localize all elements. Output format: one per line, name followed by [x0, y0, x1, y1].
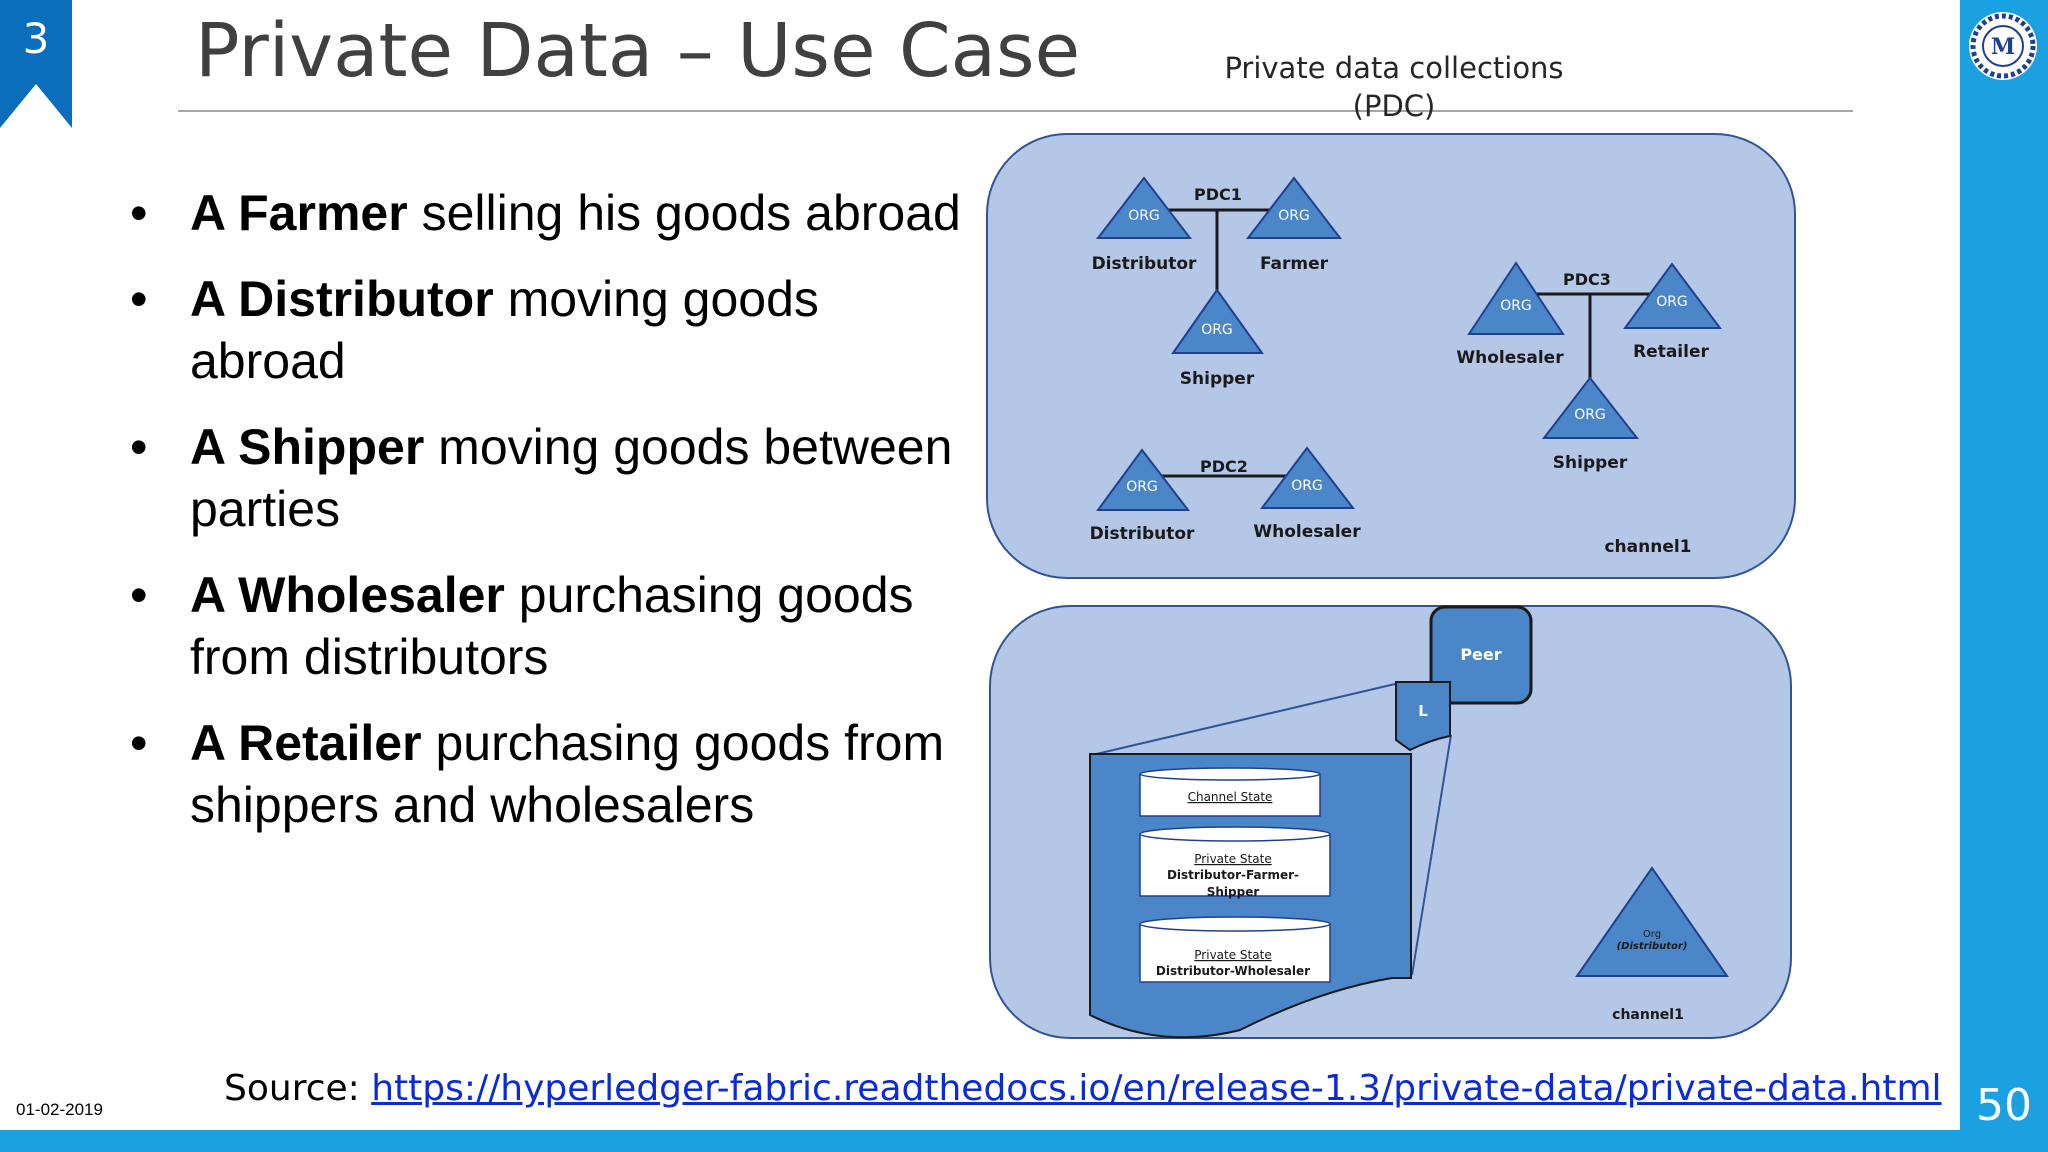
bullet-text: purchasing goods from shippers and whole… — [190, 715, 945, 833]
org-label: ORG — [1656, 294, 1688, 310]
bullet-item-retailer: A Retailer purchasing goods from shipper… — [125, 712, 965, 836]
channel-state-label: Channel State — [1188, 790, 1273, 804]
logo-letter: M — [1991, 34, 2015, 60]
bullet-text: selling his goods abroad — [407, 185, 961, 241]
private-state-label: Private State — [1194, 948, 1271, 962]
channel-state-db — [1139, 773, 1321, 817]
bullet-item-wholesaler: A Wholesaler purchasing goods from distr… — [125, 564, 965, 688]
channel-label-bottom: channel1 — [1612, 1007, 1684, 1023]
channel-label-top: channel1 — [1604, 537, 1691, 557]
bullet-list: A Farmer selling his goods abroad A Dist… — [125, 182, 965, 860]
ledger-projection-line — [1091, 683, 1396, 756]
org-label: ORG — [1291, 478, 1323, 494]
pdc1-org-farmer: Farmer — [1260, 254, 1329, 274]
source-label: Source: — [224, 1068, 372, 1109]
org-label: ORG — [1574, 407, 1606, 423]
bullet-bold: A Retailer — [190, 715, 422, 771]
pdc3-org-retailer: Retailer — [1633, 342, 1709, 362]
diagram-caption-line1: Private data collections — [1224, 51, 1563, 85]
pdc-diagram: Private data collections (PDC) PDC1 ORG … — [986, 51, 1796, 1039]
pdc2-org-wholesaler: Wholesaler — [1253, 522, 1361, 542]
pdc1-org-distributor: Distributor — [1092, 254, 1197, 274]
private-state-label: Private State — [1194, 852, 1271, 866]
bottom-strip — [0, 1130, 1960, 1152]
org-wholesaler-triangle-icon — [1260, 446, 1356, 509]
org-label: ORG — [1126, 479, 1158, 495]
private-state-db-2 — [1139, 923, 1331, 983]
pdc1-label: PDC1 — [1194, 185, 1242, 204]
bullet-item-distributor: A Distributor moving goods abroad — [125, 268, 965, 392]
private-state-1-line1: Distributor-Farmer- — [1167, 868, 1299, 882]
title-divider — [178, 110, 1853, 112]
db-top-icon — [1139, 767, 1321, 781]
peer-box — [1429, 605, 1533, 705]
section-number: 3 — [22, 14, 50, 63]
university-logo-icon: M — [1969, 12, 2037, 80]
bullet-bold: A Wholesaler — [190, 567, 505, 623]
page-number: 50 — [1976, 1080, 2032, 1131]
pdc2-label: PDC2 — [1200, 457, 1248, 476]
private-state-2-label: Distributor-Wholesaler — [1156, 964, 1310, 978]
org-distributor-triangle-icon — [1096, 448, 1191, 511]
slide-date: 01-02-2019 — [16, 1100, 103, 1119]
right-sidebar — [1960, 0, 2048, 1152]
org-label: ORG — [1500, 298, 1532, 314]
peer-label: Peer — [1460, 645, 1501, 664]
org-shipper-triangle-icon — [1541, 376, 1640, 439]
org-wholesaler-triangle-icon — [1467, 261, 1565, 335]
db-top-icon — [1139, 916, 1331, 932]
org-label: ORG — [1128, 208, 1160, 224]
org-label: ORG — [1201, 322, 1233, 338]
bullet-bold: A Distributor — [190, 271, 494, 327]
private-state-1-line2: Shipper — [1207, 885, 1260, 899]
diagram-caption-line2: (PDC) — [1353, 89, 1436, 123]
org-farmer-triangle-icon — [1245, 176, 1343, 239]
bullet-item-farmer: A Farmer selling his goods abroad — [125, 182, 965, 244]
bullet-text: purchasing goods from distributors — [190, 567, 914, 685]
bullet-bold: A Shipper — [190, 419, 425, 475]
private-state-db-1 — [1139, 833, 1331, 897]
org-distributor-triangle-icon — [1575, 866, 1729, 977]
pdc1-org-shipper: Shipper — [1180, 369, 1255, 389]
org-shipper-triangle-icon — [1171, 288, 1264, 354]
org-distributor-line1: Org — [1643, 929, 1661, 940]
source-link[interactable]: https://hyperledger-fabric.readthedocs.i… — [371, 1068, 1942, 1109]
pdc2-org-distributor: Distributor — [1090, 524, 1195, 544]
source-line: Source: https://hyperledger-fabric.readt… — [224, 1068, 1942, 1109]
org-label: ORG — [1278, 208, 1310, 224]
ledger-label: L — [1418, 702, 1428, 720]
pdc3-org-wholesaler: Wholesaler — [1456, 348, 1564, 368]
org-retailer-triangle-icon — [1623, 262, 1722, 329]
org-distributor-triangle-icon — [1095, 176, 1193, 239]
pdc3-label: PDC3 — [1563, 270, 1611, 289]
pdc3-org-shipper: Shipper — [1553, 453, 1628, 473]
bullet-bold: A Farmer — [190, 185, 408, 241]
badge-triangle-icon — [0, 84, 72, 128]
slide-title: Private Data – Use Case — [195, 8, 1081, 94]
bullet-item-shipper: A Shipper moving goods between parties — [125, 416, 965, 540]
bullet-text: moving goods abroad — [190, 271, 819, 389]
ledger-icon — [1395, 681, 1451, 752]
channel-panel-top — [986, 133, 1796, 579]
db-top-icon — [1139, 826, 1331, 842]
ledger-projection-line — [1411, 734, 1452, 976]
org-distributor-line2: (Distributor) — [1617, 941, 1688, 952]
bullet-text: moving goods between parties — [190, 419, 953, 537]
